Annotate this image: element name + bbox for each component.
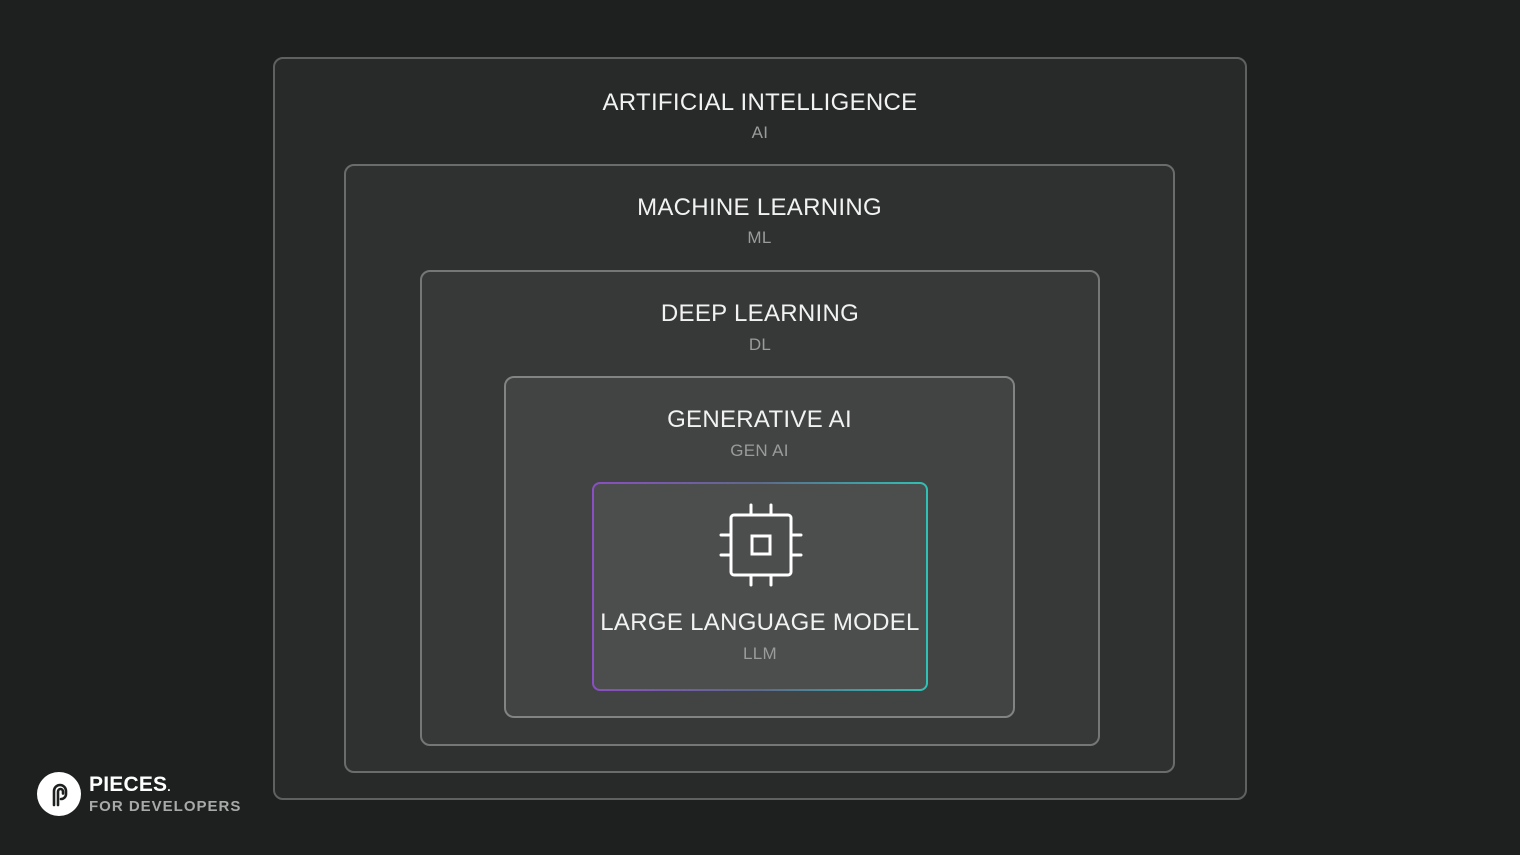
level-abbreviation: GEN AI bbox=[730, 441, 789, 460]
chip-icon bbox=[719, 503, 803, 587]
level-title: LARGE LANGUAGE MODEL bbox=[600, 609, 920, 636]
level-title: GENERATIVE AI bbox=[667, 406, 852, 433]
level-abbreviation: LLM bbox=[743, 644, 777, 663]
logo-wordmark: PIECES. FOR DEVELOPERS bbox=[89, 774, 241, 814]
level-abbreviation: ML bbox=[747, 228, 772, 247]
level-large-language-model: LARGE LANGUAGE MODEL LLM bbox=[592, 482, 928, 691]
brand-tagline: FOR DEVELOPERS bbox=[89, 798, 242, 815]
brand-name: PIECES bbox=[89, 773, 168, 796]
pieces-logo: PIECES. FOR DEVELOPERS bbox=[37, 772, 241, 816]
pieces-logo-icon bbox=[37, 772, 81, 816]
level-title: MACHINE LEARNING bbox=[637, 194, 882, 221]
level-title: DEEP LEARNING bbox=[660, 300, 860, 327]
level-title: ARTIFICIAL INTELLIGENCE bbox=[602, 89, 918, 116]
level-abbreviation: DL bbox=[748, 335, 772, 354]
brand-trademark: . bbox=[167, 780, 171, 794]
level-abbreviation: AI bbox=[751, 123, 769, 142]
